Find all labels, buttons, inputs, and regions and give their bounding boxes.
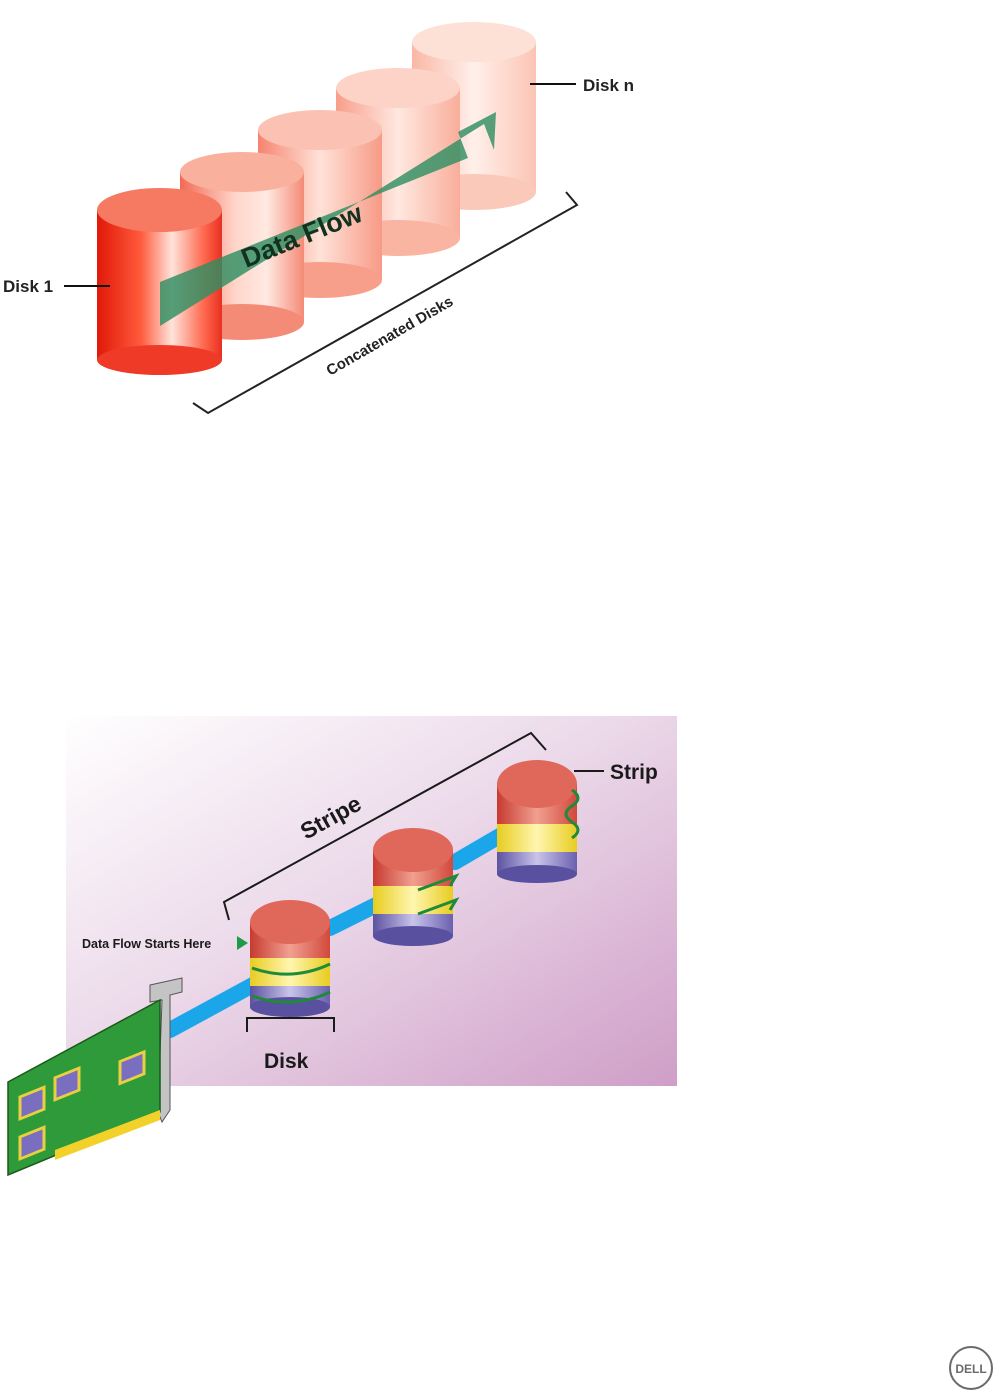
disk-cylinder-1 [97, 188, 222, 375]
concatenation-diagram: Data Flow Disk 1 Disk n Concatenated Dis… [3, 22, 634, 415]
striped-disk-1 [250, 900, 331, 1017]
concatenated-bracket [192, 191, 579, 415]
dell-logo-text: DELL [955, 1362, 986, 1376]
disk-1-label: Disk 1 [3, 277, 53, 296]
start-arrow [237, 936, 248, 950]
stripe-bracket [222, 731, 547, 921]
dell-logo: DELL [949, 1346, 993, 1390]
disk-label: Disk [264, 1050, 309, 1073]
disk-bracket [246, 1017, 335, 1032]
striping-diagram: Stripe Strip Disk Data Flow Starts Here [7, 716, 677, 1177]
data-flow-start-label: Data Flow Starts Here [82, 937, 211, 951]
striped-disk-2 [373, 828, 460, 946]
data-flow-arrow [160, 112, 496, 326]
connector-pipe [162, 972, 270, 1038]
connector-pipe [447, 826, 511, 870]
disk-n-label: Disk n [583, 76, 634, 95]
raid-controller-card-illustration [7, 977, 183, 1177]
striped-disk-3 [497, 760, 580, 883]
strip-label: Strip [610, 761, 658, 784]
